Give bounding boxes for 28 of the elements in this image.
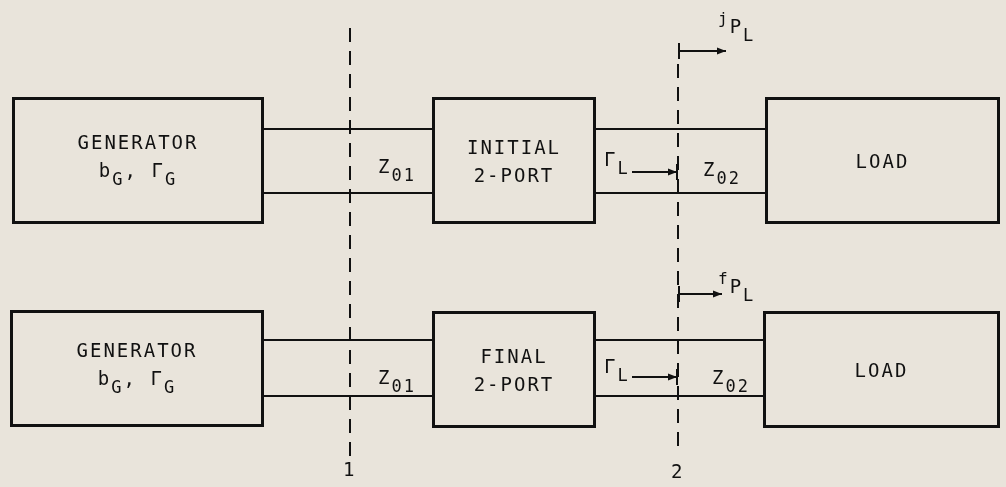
generator-box <box>10 310 264 427</box>
load-box <box>765 97 1000 224</box>
box-title: INITIAL 2-PORT <box>465 134 563 188</box>
transmission-line <box>262 127 434 195</box>
plane-number: 2 <box>671 460 685 482</box>
power-label: $^{f}$P$_{L}$ <box>718 268 756 306</box>
box-title: GENERATOR <box>77 130 199 155</box>
impedance-label: Z$_{02}$ <box>703 158 741 189</box>
parameter-text: b$_{G}$, Γ$_{G}$ <box>98 158 178 191</box>
transmission-line <box>594 127 767 195</box>
two-port-box <box>432 311 596 428</box>
impedance-label: Z$_{01}$ <box>378 155 416 186</box>
generator-box <box>12 97 264 224</box>
box-title: GENERATOR <box>76 338 198 363</box>
box-title: LOAD <box>854 357 909 383</box>
box-title: FINAL 2-PORT <box>472 343 556 397</box>
power-label: $^{j}$P$_{L}$ <box>718 8 756 46</box>
impedance-label: Z$_{02}$ <box>712 366 750 397</box>
box-title: LOAD <box>855 148 910 174</box>
reflection-label: Γ$_{L}$ <box>604 148 630 179</box>
reflection-label: Γ$_{L}$ <box>604 355 630 386</box>
transmission-line <box>594 338 765 398</box>
plane-number: 1 <box>343 458 357 480</box>
parameter-text: b$_{G}$, Γ$_{G}$ <box>97 366 177 399</box>
impedance-label: Z$_{01}$ <box>378 366 416 397</box>
transmission-line <box>262 338 434 398</box>
load-box <box>763 311 1000 428</box>
two-port-box <box>432 97 596 224</box>
